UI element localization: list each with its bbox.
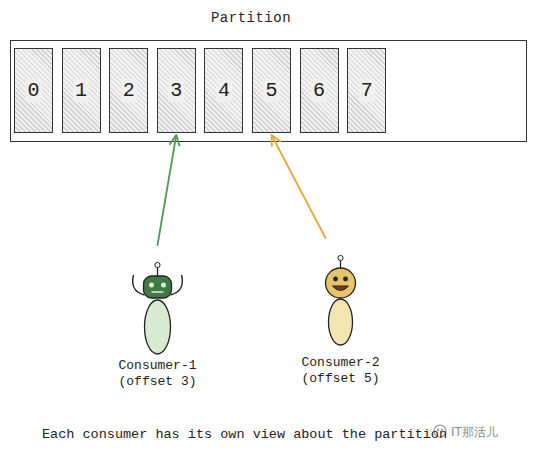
offset-cell: 2: [109, 48, 148, 133]
partition-title: Partition: [11, 10, 491, 26]
arrow-head: [272, 135, 281, 146]
robot-figure: [133, 262, 183, 354]
watermark-text: IT那活儿: [451, 424, 498, 441]
arrow-head: [170, 135, 179, 146]
pointer-arrow: [272, 135, 326, 238]
offset-number: 3: [168, 79, 184, 102]
offset-cell: 0: [14, 48, 53, 133]
consumer-figure: Consumer-1 (offset 3): [100, 245, 215, 395]
arrow-shaft: [158, 135, 177, 245]
offset-number: 4: [216, 79, 232, 102]
consumer-label: Consumer-1 (offset 3): [100, 358, 215, 390]
pointer-arrow: [158, 135, 180, 245]
consumer-label: Consumer-2 (offset 5): [283, 355, 398, 387]
offset-cell: 4: [204, 48, 243, 133]
robot-icon: [100, 245, 215, 357]
offset-cell: 6: [300, 48, 339, 133]
robot-icon: [283, 238, 398, 350]
arrow-shaft: [272, 135, 326, 238]
robot-figure: [326, 255, 356, 345]
offset-number: 7: [359, 79, 375, 102]
offset-cell: 1: [62, 48, 101, 133]
partition-box: Partition01234567: [10, 40, 527, 142]
offset-number: 2: [121, 79, 137, 102]
offset-number: 0: [25, 79, 41, 102]
offset-cell: 5: [252, 48, 291, 133]
offset-number: 1: [73, 79, 89, 102]
offset-number: 6: [311, 79, 327, 102]
offset-cell: 7: [347, 48, 386, 133]
diagram-caption: Each consumer has its own view about the…: [42, 427, 447, 442]
offset-number: 5: [263, 79, 279, 102]
offset-cell: 3: [157, 48, 196, 133]
consumer-figure: Consumer-2 (offset 5): [283, 238, 398, 393]
